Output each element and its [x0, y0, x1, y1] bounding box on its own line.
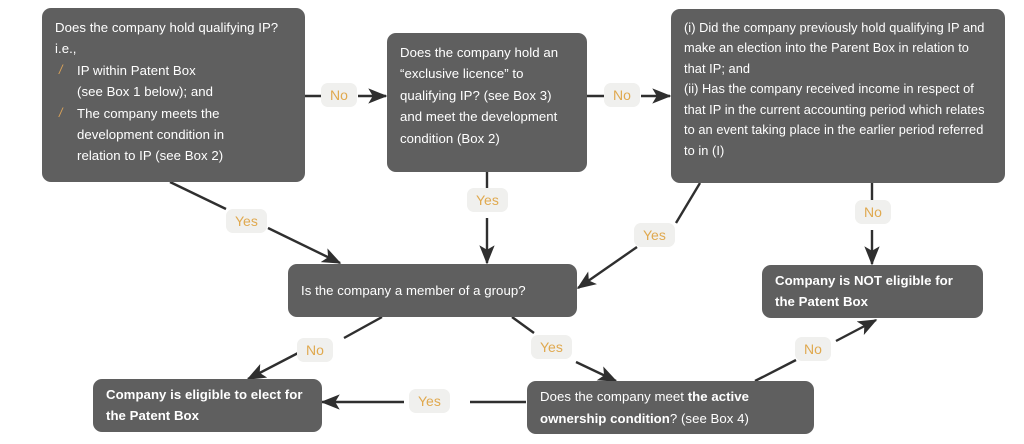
edge-no-group-b — [246, 350, 301, 381]
edge-label-no-group: No — [297, 338, 333, 362]
bullet-2-line-3: relation to IP (see Box 2) — [77, 148, 224, 164]
node-eligible-result[interactable]: Company is eligible to elect for the Pat… — [93, 379, 322, 432]
edge-yes-group-b — [575, 360, 618, 383]
edge-label-no-right-down: No — [855, 200, 891, 224]
edge-label-no-bottom: No — [795, 337, 831, 361]
active-ownership-strong: the active ownership condition — [540, 389, 750, 426]
list-item: IP within Patent Box (see Box 1 below); … — [55, 60, 292, 103]
node-active-ownership-question[interactable]: Does the company meet the active ownersh… — [527, 381, 814, 434]
eligible-text: Company is eligible to elect for the Pat… — [106, 387, 303, 423]
edge-yes-left-b — [267, 226, 342, 265]
edge-no-bottom-b — [835, 318, 878, 343]
bullet-1-line-2: (see Box 1 below); and — [77, 84, 213, 100]
node-exclusive-licence-question[interactable]: Does the company hold an “exclusive lice… — [387, 33, 587, 172]
node-not-eligible-result[interactable]: Company is NOT eligible for the Patent B… — [762, 265, 983, 318]
edge-label-yes-left: Yes — [226, 209, 267, 233]
edge-no-bottom-a — [754, 358, 797, 383]
previous-election-part-ii: (ii) Has the company received income in … — [684, 81, 985, 158]
previous-election-part-i: (i) Did the company previously hold qual… — [684, 20, 985, 76]
active-ownership-tail: ? (see Box 4) — [669, 410, 749, 426]
edge-yes-right-b — [576, 246, 638, 289]
node-group-member-question[interactable]: Is the company a member of a group? — [288, 264, 577, 317]
node-previous-election-question[interactable]: (i) Did the company previously hold qual… — [671, 9, 1005, 183]
group-member-text: Is the company a member of a group? — [301, 282, 526, 298]
qualifying-ip-intro: Does the company hold qualifying IP? i.e… — [55, 20, 279, 57]
edge-label-yes-mid: Yes — [467, 188, 508, 212]
node-qualifying-ip-question[interactable]: Does the company hold qualifying IP? i.e… — [42, 8, 305, 182]
edge-no-group-a — [343, 315, 383, 340]
bullet-1-line-1: IP within Patent Box — [77, 62, 196, 78]
not-eligible-text: Company is NOT eligible for the Patent B… — [775, 273, 953, 309]
edge-yes-group-a — [511, 316, 535, 334]
edge-label-no-1: No — [321, 83, 357, 107]
edge-label-yes-right: Yes — [634, 223, 675, 247]
edge-label-no-2: No — [604, 83, 640, 107]
active-ownership-lead: Does the company meet — [540, 389, 688, 405]
bullet-2-line-2: development condition in — [77, 126, 225, 142]
edge-label-yes-group: Yes — [531, 335, 572, 359]
list-item: The company meets the development condit… — [55, 103, 292, 167]
bullet-2-line-1: The company meets the — [77, 105, 220, 121]
edge-yes-right-a — [674, 182, 702, 224]
qualifying-ip-bullet-list: IP within Patent Box (see Box 1 below); … — [55, 60, 292, 167]
exclusive-licence-text: Does the company hold an “exclusive lice… — [400, 45, 559, 146]
active-ownership-text: Does the company meet the active ownersh… — [540, 386, 801, 429]
edge-yes-left-a — [169, 180, 227, 211]
edge-label-yes-bottom: Yes — [409, 389, 450, 413]
